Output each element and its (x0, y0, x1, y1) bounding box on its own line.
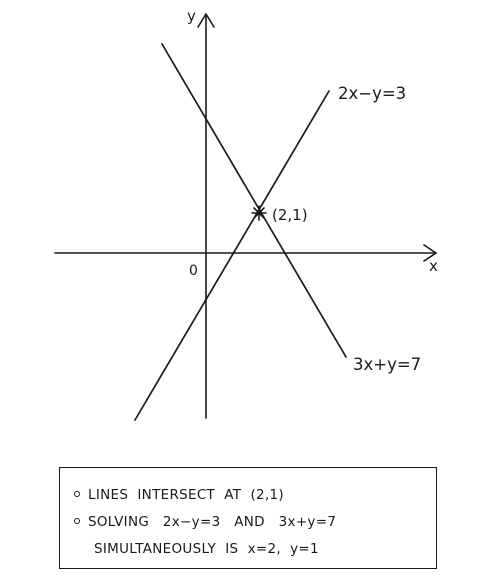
note-bullet-2-text: SOLVING 2x−y=3 AND 3x+y=7 (88, 514, 337, 530)
line-1-label: 2x−y=3 (338, 84, 406, 103)
bullet-icon (74, 518, 80, 524)
x-axis-label: x (429, 257, 438, 275)
y-axis-label: y (187, 7, 196, 25)
line-2-label: 3x+y=7 (353, 355, 421, 374)
note-bullet-2-continuation: SIMULTANEOUSLY IS x=2, y=1 (74, 536, 426, 563)
y-axis-arrowhead (197, 13, 215, 28)
line-2x-minus-y-3 (134, 90, 330, 421)
x-axis-arrowhead (423, 244, 437, 262)
bullet-icon (74, 491, 80, 497)
note-bullet-2-cont-text: SIMULTANEOUSLY IS x=2, y=1 (94, 541, 319, 557)
intersection-point-marker (251, 205, 267, 221)
notes-box: LINES INTERSECT AT (2,1) SOLVING 2x−y=3 … (59, 467, 437, 569)
note-bullet-2: SOLVING 2x−y=3 AND 3x+y=7 (74, 509, 426, 536)
line-3x-plus-y-7 (161, 43, 347, 358)
origin-label: 0 (189, 263, 198, 279)
intersection-label: (2,1) (272, 206, 308, 224)
note-bullet-1: LINES INTERSECT AT (2,1) (74, 482, 426, 509)
note-bullet-1-text: LINES INTERSECT AT (2,1) (88, 487, 284, 503)
